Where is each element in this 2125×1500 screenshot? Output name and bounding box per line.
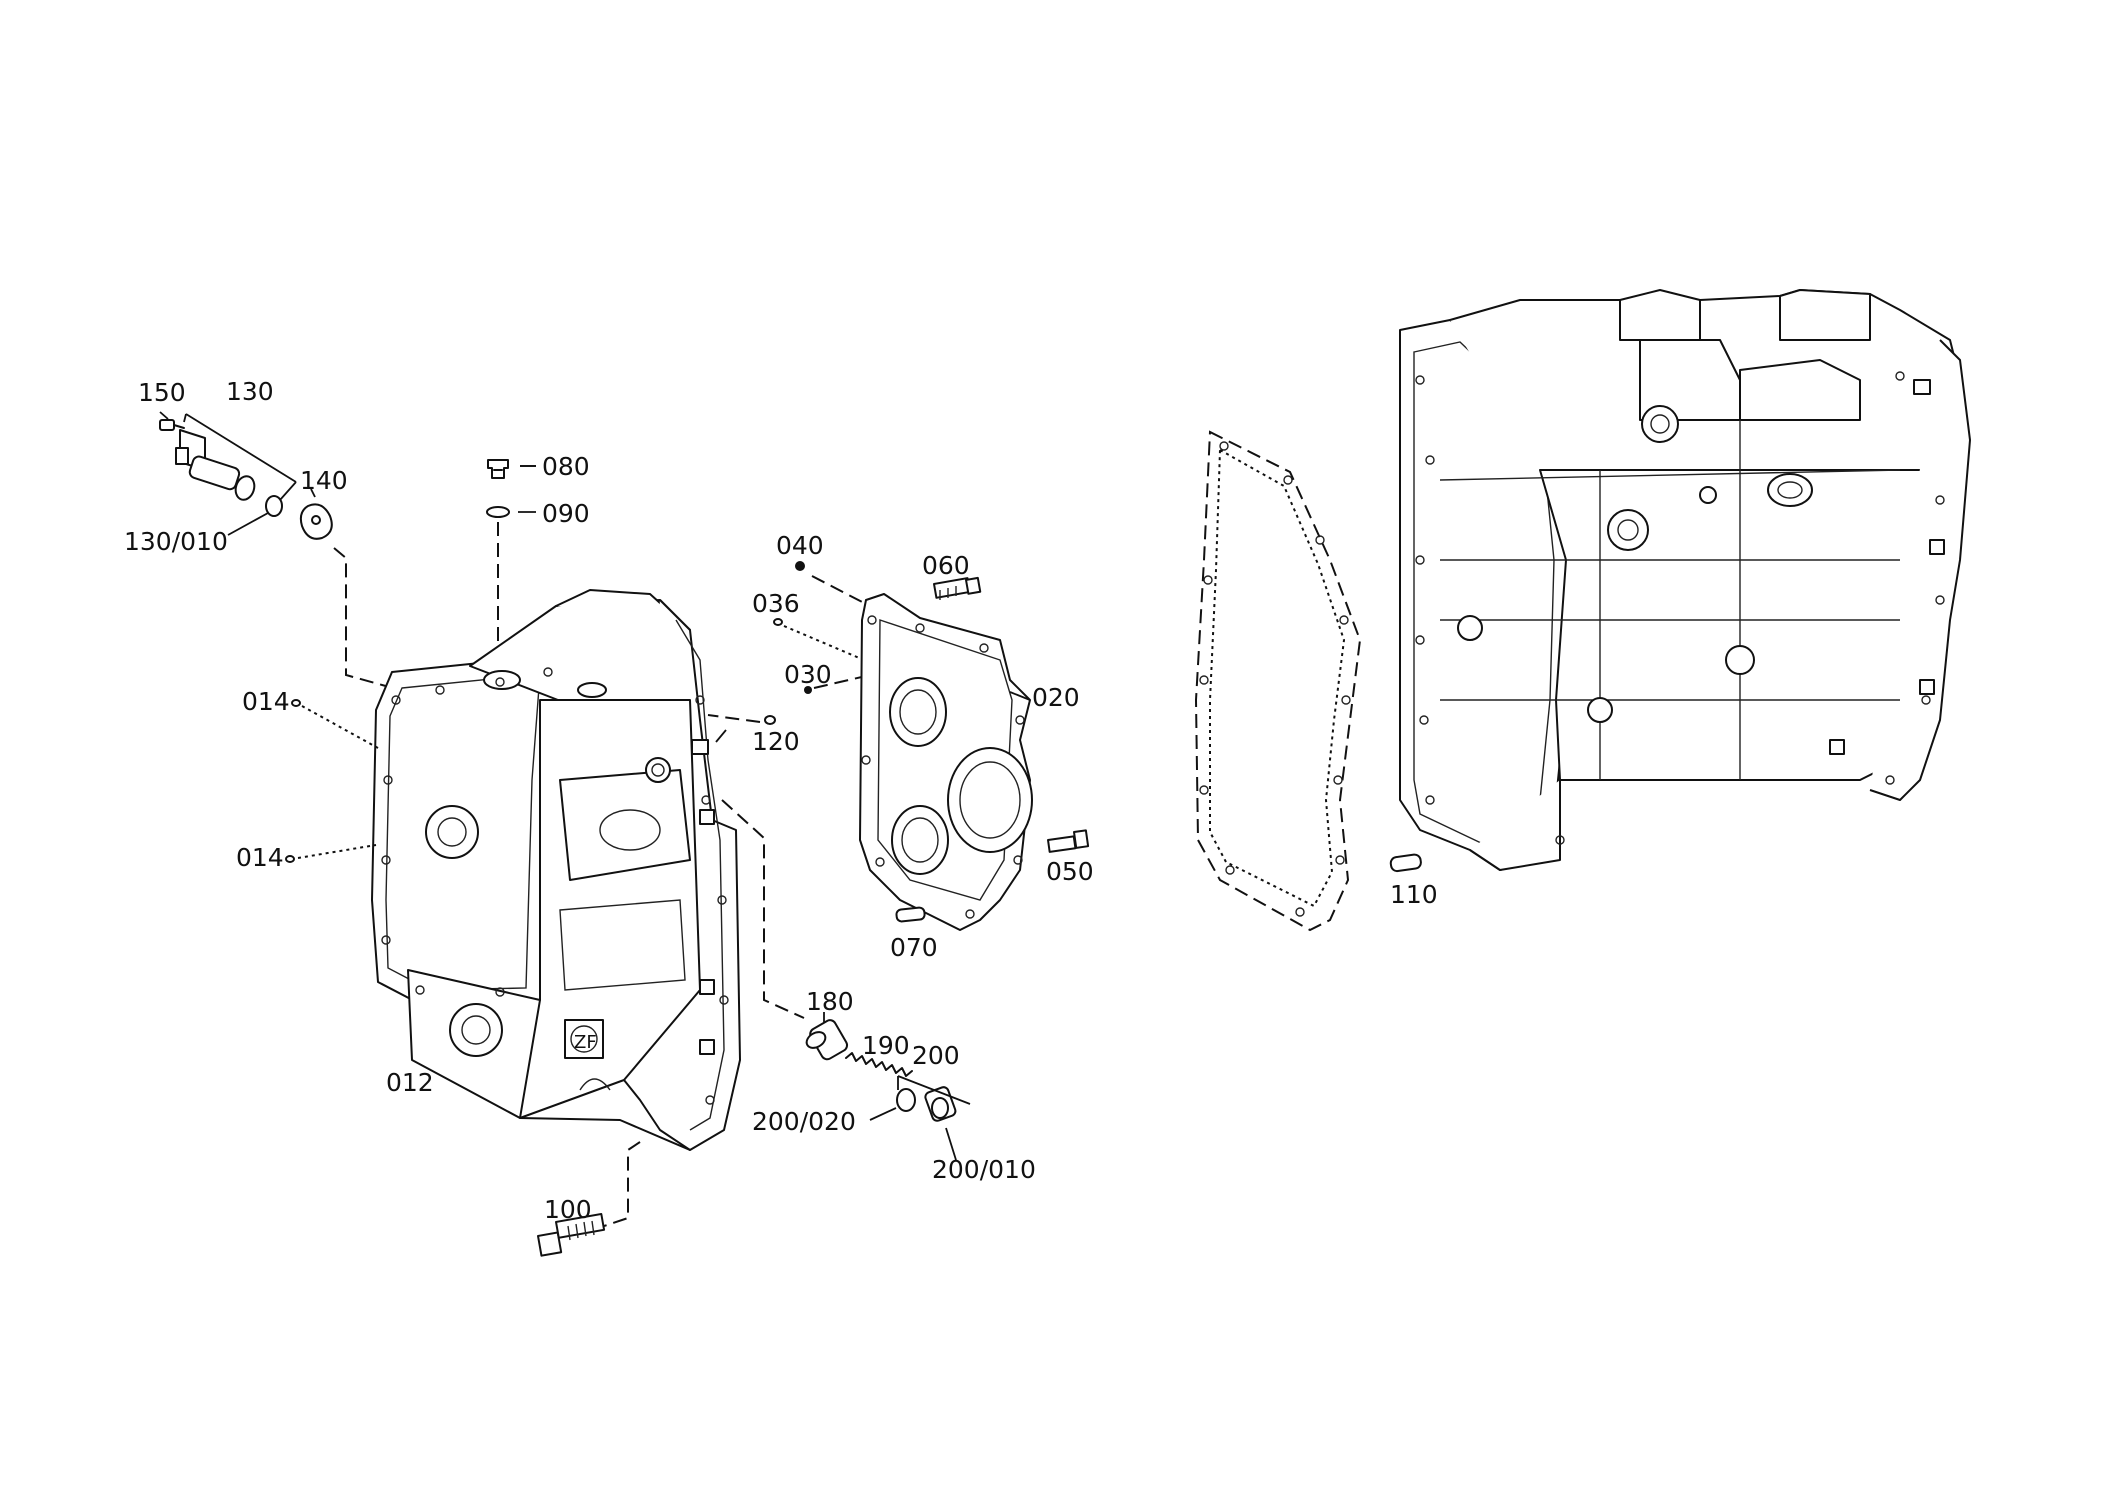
part-014-pin-a: [291, 699, 301, 707]
label-130: 130: [226, 377, 274, 406]
part-012-housing: ZF: [371, 589, 741, 1151]
label-040: 040: [776, 531, 824, 560]
label-014-upper: 014: [242, 687, 290, 716]
label-080: 080: [542, 452, 590, 481]
label-110: 110: [1390, 880, 1438, 909]
part-090-oring: [486, 506, 510, 518]
part-100-bolt: [537, 1213, 606, 1257]
part-080-plug: [487, 459, 509, 479]
part-180-valve: [805, 1019, 849, 1061]
part-040-ball: [795, 561, 805, 571]
label-090: 090: [542, 499, 590, 528]
part-014-pin-b: [285, 855, 295, 863]
part-030-pin: [804, 686, 812, 694]
part-140-gasket: [299, 503, 333, 540]
part-120-pin: [764, 715, 776, 725]
part-130-sensor: [175, 429, 256, 501]
part-200-010-plug: [924, 1086, 957, 1122]
part-060-screw: [933, 576, 982, 600]
part-200-020-seal: [896, 1088, 916, 1112]
label-100: 100: [544, 1195, 592, 1224]
label-140: 140: [300, 466, 348, 495]
bracket-200: [897, 1075, 971, 1105]
gasket: [1194, 430, 1362, 932]
part-150-screw: [159, 419, 185, 431]
label-014-lower: 014: [236, 843, 284, 872]
label-190: 190: [862, 1031, 910, 1060]
svg-text:ZF: ZF: [574, 1032, 597, 1053]
part-190-spring: [845, 1052, 913, 1077]
label-200-010: 200/010: [932, 1155, 1036, 1184]
part-020-plate: [859, 593, 1033, 931]
part-130-010-oring: [265, 495, 283, 517]
label-036: 036: [752, 589, 800, 618]
main-gearbox-housing: [1399, 289, 1971, 871]
label-070: 070: [890, 933, 938, 962]
label-020: 020: [1032, 683, 1080, 712]
label-200-020: 200/020: [752, 1107, 856, 1136]
label-200: 200: [912, 1041, 960, 1070]
part-070-pin: [895, 906, 926, 923]
label-150: 150: [138, 378, 186, 407]
bracket-130: [185, 413, 297, 483]
label-012: 012: [386, 1068, 434, 1097]
part-110-pin: [1389, 853, 1422, 873]
label-060: 060: [922, 551, 970, 580]
part-050-screw: [1047, 829, 1090, 853]
label-180: 180: [806, 987, 854, 1016]
label-030: 030: [784, 660, 832, 689]
part-036-pin: [773, 618, 783, 626]
label-130-010: 130/010: [124, 527, 228, 556]
label-050: 050: [1046, 857, 1094, 886]
label-120: 120: [752, 727, 800, 756]
